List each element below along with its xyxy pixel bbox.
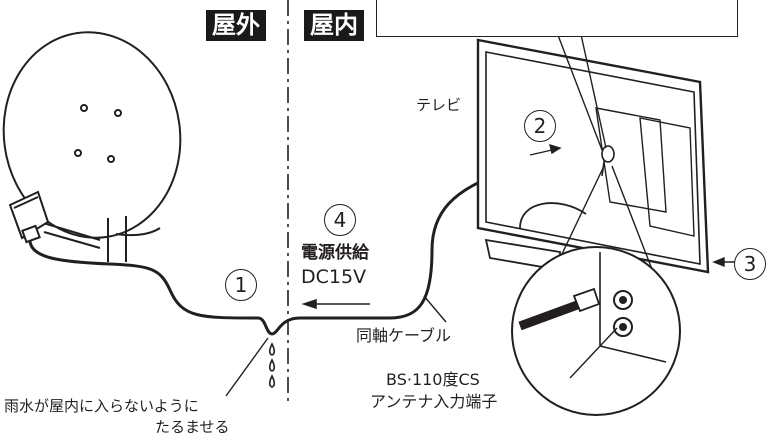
arrow-power-direction	[301, 298, 370, 310]
step-3-badge: 3	[734, 248, 766, 280]
step-2-badge: 2	[524, 110, 556, 142]
terminal-closeup	[511, 246, 681, 416]
satellite-dish	[2, 31, 182, 262]
water-drops	[268, 342, 276, 388]
arrow-connect	[529, 143, 562, 156]
coax-label-leader	[423, 295, 447, 323]
television	[476, 38, 710, 274]
coax-cable-label: 同軸ケーブル	[356, 326, 452, 345]
callout-box	[376, 0, 738, 37]
callout-pointer-2	[579, 29, 607, 149]
rain-note-leader	[225, 337, 269, 397]
power-supply-label: 電源供給	[301, 243, 369, 263]
rain-note-line1: 雨水が屋内に入らないように	[4, 397, 199, 415]
step-1-badge: 1	[225, 269, 257, 301]
outdoor-label: 屋外	[206, 10, 266, 41]
rain-note-line2: たるませる	[155, 418, 230, 436]
step-4-badge: 4	[324, 204, 356, 236]
indoor-label: 屋内	[304, 10, 364, 41]
dc-voltage-label: DC15V	[301, 266, 367, 288]
tv-label: テレビ	[416, 96, 462, 114]
bs-terminal-label-line2: アンテナ入力端子	[370, 392, 498, 411]
coaxial-cable-line	[28, 154, 596, 336]
callout-pointer	[555, 29, 603, 151]
bs-terminal-label-line1: BS·110度CS	[386, 370, 480, 389]
